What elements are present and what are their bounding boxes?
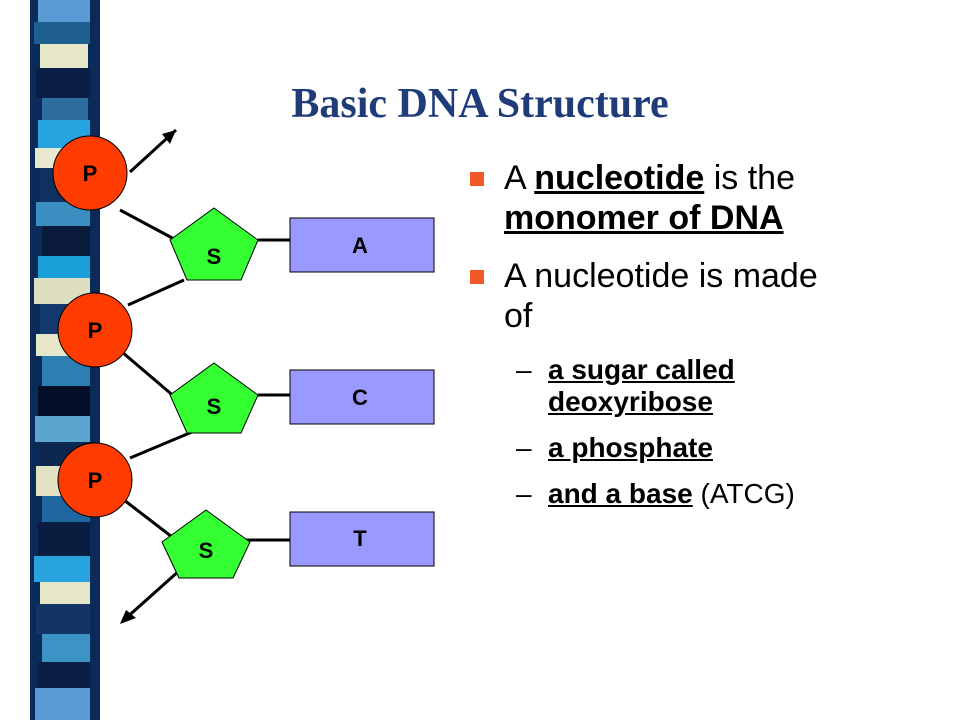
base-label: A xyxy=(352,233,368,258)
backbone-bond xyxy=(123,498,177,542)
bullet-text-plain: A xyxy=(504,159,535,197)
phosphate-group-1: P xyxy=(52,135,128,211)
bullet-list: A nucleotide is the monomer of DNA A nuc… xyxy=(470,158,830,524)
dash-bullet: – xyxy=(516,478,532,509)
subbullet-rest: (ATCG) xyxy=(692,478,795,509)
subbullet-sugar: – a sugar called deoxyribose xyxy=(470,354,830,418)
subbullet-base: – and a base (ATCG) xyxy=(470,478,830,510)
bullet-text-keyword: nucleotide xyxy=(534,159,705,197)
arrowhead-top xyxy=(162,130,176,144)
sugar-pentagon-3: S xyxy=(161,509,251,579)
subbullet-phosphate: – a phosphate xyxy=(470,432,830,464)
bullet-text-plain: is the xyxy=(704,159,795,197)
phosphate-label: P xyxy=(83,161,98,186)
backbone-bond xyxy=(129,430,193,460)
sugar-pentagon-1: S xyxy=(169,207,259,281)
phosphate-label: P xyxy=(88,468,103,493)
dash-bullet: – xyxy=(516,432,532,463)
bullet-text-keyword: monomer of DNA xyxy=(504,199,784,237)
sugar-label: S xyxy=(207,244,222,269)
backbone-bond xyxy=(121,350,177,400)
subbullet-keyword: a phosphate xyxy=(548,432,713,463)
base-box-3: T xyxy=(289,511,435,567)
backbone-bond xyxy=(119,208,177,242)
base-box-1: A xyxy=(289,217,435,273)
subbullet-keyword: and a base xyxy=(548,478,693,509)
square-bullet-icon xyxy=(470,270,484,284)
bullet-text: A nucleotide is made of xyxy=(504,257,818,335)
phosphate-label: P xyxy=(88,318,103,343)
arrowhead-bottom xyxy=(120,610,136,624)
slide-title: Basic DNA Structure xyxy=(291,81,669,127)
dash-bullet: – xyxy=(516,354,532,385)
phosphate-group-3: P xyxy=(57,442,133,518)
subbullet-keyword: a sugar called deoxyribose xyxy=(548,354,735,417)
bullet-item-nucleotide-definition: A nucleotide is the monomer of DNA xyxy=(470,158,830,238)
base-label: T xyxy=(353,526,367,551)
bullet-item-made-of: A nucleotide is made of xyxy=(470,256,830,336)
phosphate-group-2: P xyxy=(57,292,133,368)
backbone-bond xyxy=(127,278,185,307)
base-box-2: C xyxy=(289,369,435,425)
sugar-pentagon-2: S xyxy=(169,362,259,434)
backbone-arrow-bottom xyxy=(123,568,181,622)
base-label: C xyxy=(352,385,368,410)
sugar-label: S xyxy=(199,538,214,563)
sugar-label: S xyxy=(207,394,222,419)
square-bullet-icon xyxy=(470,172,484,186)
